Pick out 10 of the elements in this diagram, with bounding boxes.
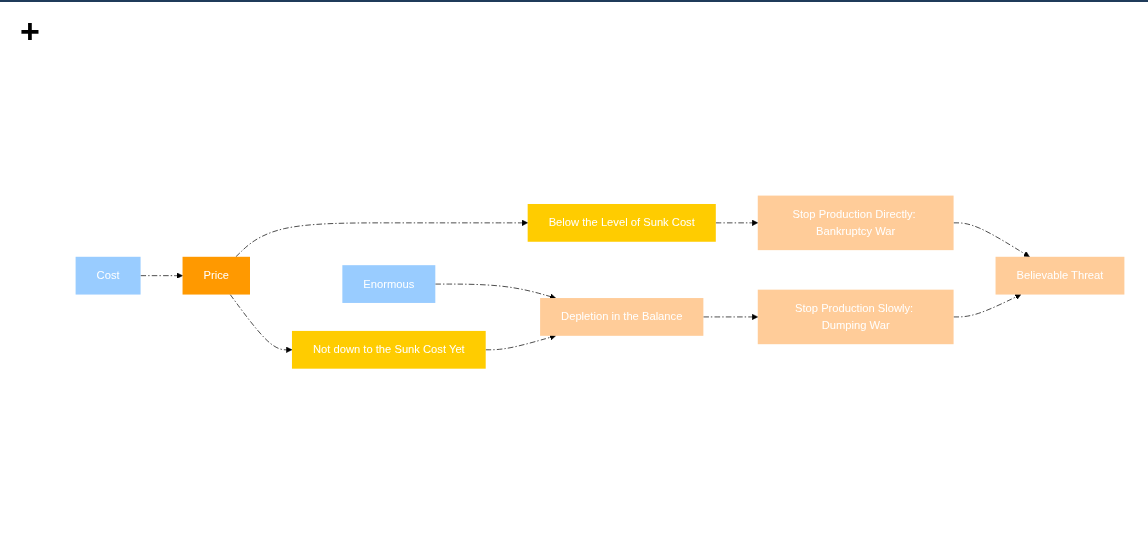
node-box: Stop Production Directly: Bankruptcy War xyxy=(757,195,954,250)
node-box: Stop Production Slowly: Dumping War xyxy=(757,289,954,345)
node-box: Price xyxy=(182,256,250,295)
node-box: Enormous xyxy=(342,265,436,303)
node-box: Cost xyxy=(75,256,141,295)
node-box: Believable Threat xyxy=(995,256,1125,295)
node-box: Not down to the Sunk Cost Yet xyxy=(291,330,486,369)
node-box: Depletion in the Balance xyxy=(540,297,704,336)
plus-sign: + xyxy=(20,12,40,50)
node-box: Below the Level of Sunk Cost xyxy=(527,203,716,242)
